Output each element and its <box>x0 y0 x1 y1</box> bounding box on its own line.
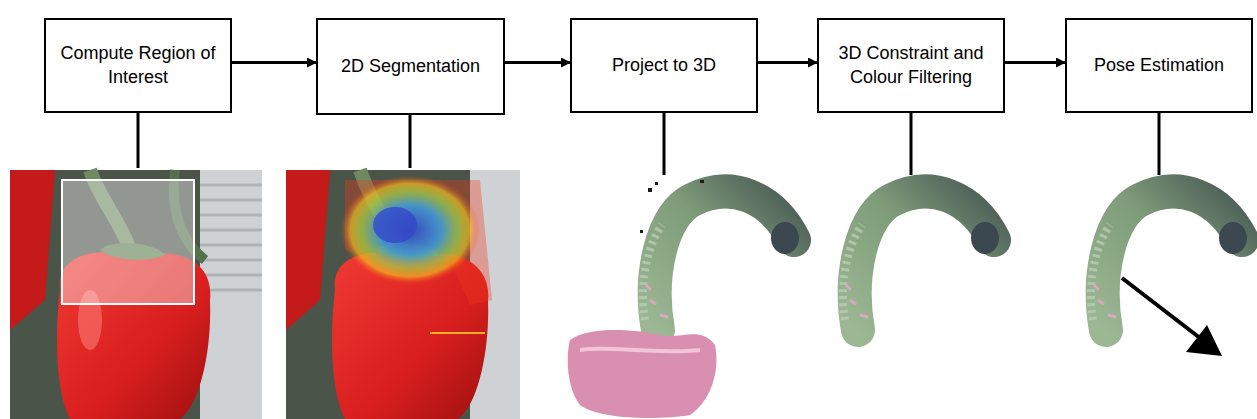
box-label: Pose Estimation <box>1094 54 1224 77</box>
process-box: 2D Segmentation <box>316 18 505 115</box>
flow-arrow <box>505 61 570 64</box>
box-label: Compute Region of Interest <box>56 42 220 89</box>
box-label: Project to 3D <box>612 54 716 77</box>
box-label: 3D Constraint and Colour Filtering <box>829 42 993 89</box>
process-box: Compute Region of Interest <box>44 18 232 113</box>
box-label: 2D Segmentation <box>341 55 480 78</box>
process-box: Project to 3D <box>570 18 758 113</box>
process-box: Pose Estimation <box>1065 18 1253 113</box>
flow-arrow <box>232 61 316 64</box>
flow-arrow <box>758 61 817 64</box>
process-box: 3D Constraint and Colour Filtering <box>817 18 1005 113</box>
flow-arrow <box>1005 61 1065 64</box>
